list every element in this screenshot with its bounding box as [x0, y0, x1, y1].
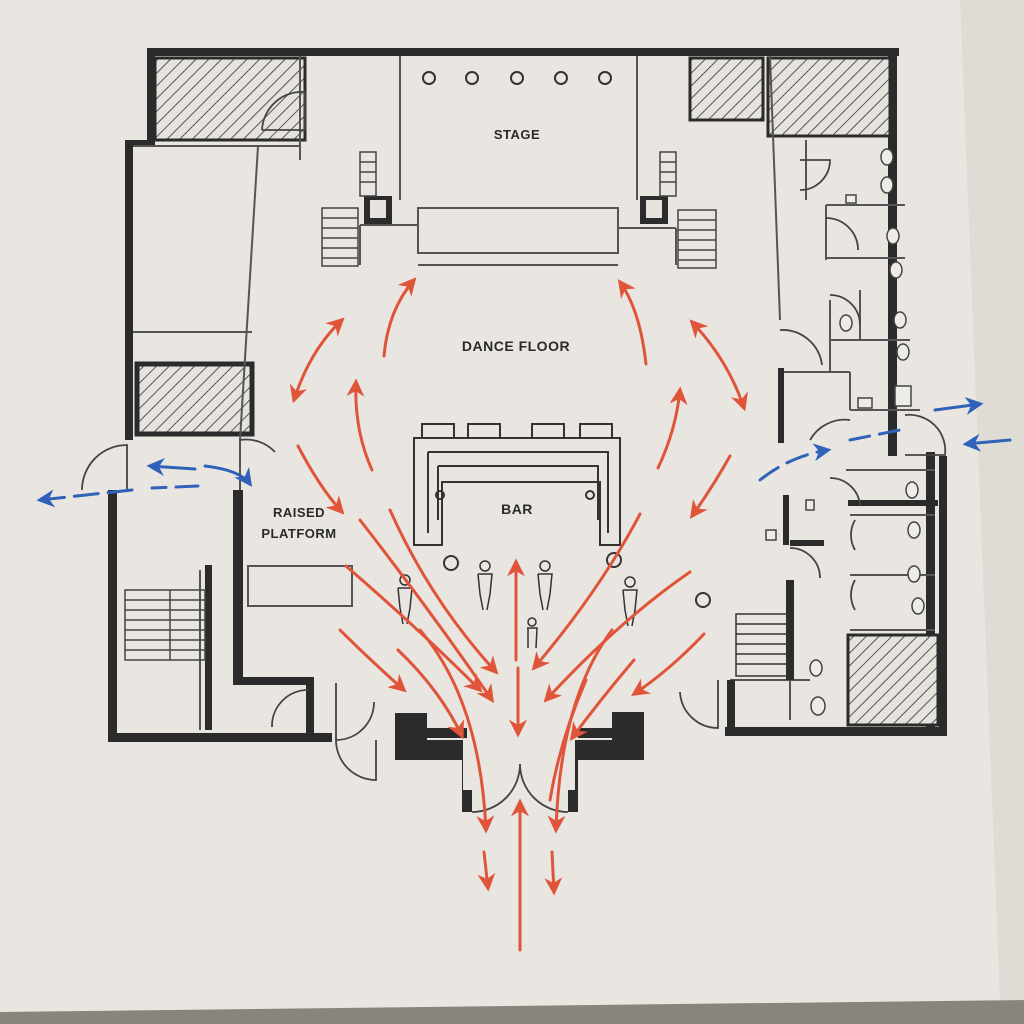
red-flow-arrows	[289, 277, 748, 952]
hatched-void-icon	[134, 361, 255, 437]
hatched-void-icon	[688, 56, 765, 122]
door-swing-icon	[81, 91, 947, 813]
stair-icon	[124, 589, 206, 661]
toilet-icon	[765, 148, 925, 716]
stage-lights	[422, 71, 612, 85]
raised-platform-label-line1: RAISED	[273, 505, 325, 520]
bar-counter	[413, 423, 711, 608]
interior-walls	[205, 196, 938, 812]
person-icon	[397, 560, 638, 649]
stair-icon	[735, 613, 789, 677]
raised-platform-label-line2: PLATFORM	[261, 526, 336, 541]
stair-icon	[659, 151, 717, 269]
hatched-void-icon	[153, 56, 307, 142]
outer-walls	[108, 48, 947, 742]
stage-label: STAGE	[494, 127, 540, 142]
stair-icon	[321, 151, 377, 267]
bar-label: BAR	[501, 501, 533, 517]
hatched-void-icon	[766, 56, 892, 138]
blue-flow-arrows	[36, 396, 1012, 508]
hatched-void-icon	[846, 633, 940, 727]
dance-floor-label: DANCE FLOOR	[462, 338, 570, 354]
